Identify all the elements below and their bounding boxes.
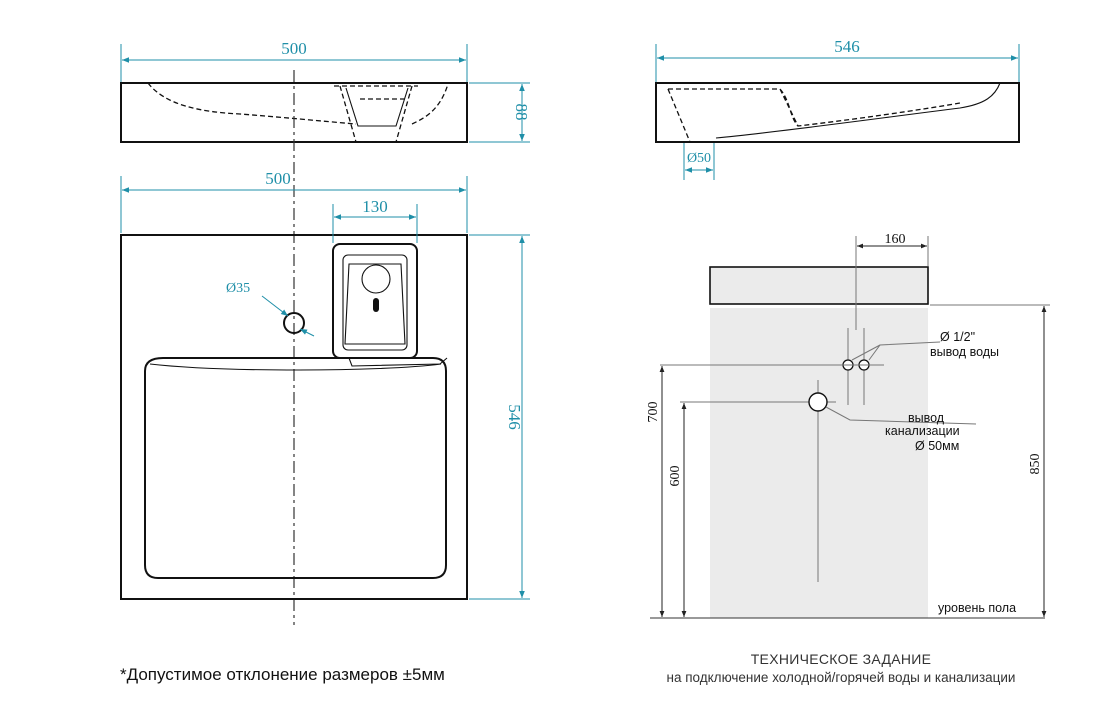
install-total-height-label: 850 [1028, 454, 1043, 475]
basin-side-bowl-line [715, 82, 1001, 139]
water-leader-2 [851, 344, 881, 361]
front-height-label: 88 [512, 104, 531, 121]
tolerance-note: *Допустимое отклонение размеров ±5мм [120, 665, 445, 684]
wall-area [710, 308, 928, 618]
installation-scheme: 160 Ø 1/2" вывод воды вывод канализации … [646, 232, 1050, 619]
drain-funnel-inner [345, 87, 409, 127]
basin-bowl-outline [144, 357, 447, 579]
plan-hole-label: Ø35 [226, 281, 250, 296]
install-water-height-label: 700 [646, 402, 661, 423]
faucet-plate [342, 254, 408, 351]
drain-label-2: канализации [885, 424, 960, 438]
install-offset-label: 160 [885, 232, 906, 247]
plan-depth-label: 546 [505, 404, 524, 430]
basin-front-bowl-dashed [147, 82, 357, 125]
plan-faucet-label: 130 [362, 197, 388, 216]
faucet-handle [361, 264, 391, 294]
plan-width-label: 500 [265, 169, 291, 188]
water-size-label: Ø 1/2" [940, 330, 975, 344]
basin-plan-outline [120, 234, 468, 600]
front-section-view: 500 88 [120, 39, 531, 143]
basin-side-dashed [667, 88, 961, 143]
drain-label-1: вывод [908, 411, 945, 425]
drain-leader [825, 406, 977, 425]
water-outlet-label: вывод воды [930, 345, 999, 359]
install-drain-height-label: 600 [668, 466, 683, 487]
faucet-shadow [348, 357, 448, 367]
drain-outlet [808, 392, 828, 412]
side-section-view: 546 Ø50 [655, 37, 1020, 180]
basin-front-bowl-dashed-right [411, 83, 449, 125]
drain-size-label: Ø 50мм [915, 439, 959, 453]
drain-funnel-dashed [334, 85, 418, 143]
tap-hole [283, 312, 305, 334]
front-width-label: 500 [281, 39, 307, 58]
floor-level-label: уровень пола [938, 601, 1016, 615]
faucet-body [344, 263, 406, 345]
basin-side-outline [655, 82, 1020, 143]
side-width-label: 546 [834, 37, 860, 56]
tap-hole-leader [261, 295, 289, 317]
tap-hole-leader-out [299, 328, 315, 337]
basin-bowl-inner-edge [149, 363, 442, 371]
spec-subtitle: на подключение холодной/горячей воды и к… [667, 670, 1016, 685]
faucet-base [332, 243, 418, 359]
basin-installed [709, 266, 929, 305]
plan-view: Ø35 500 130 546 [120, 70, 530, 625]
spec-title: ТЕХНИЧЕСКОЕ ЗАДАНИЕ [751, 651, 932, 667]
faucet-spout-slot [373, 298, 379, 312]
side-drain-label: Ø50 [687, 151, 711, 166]
